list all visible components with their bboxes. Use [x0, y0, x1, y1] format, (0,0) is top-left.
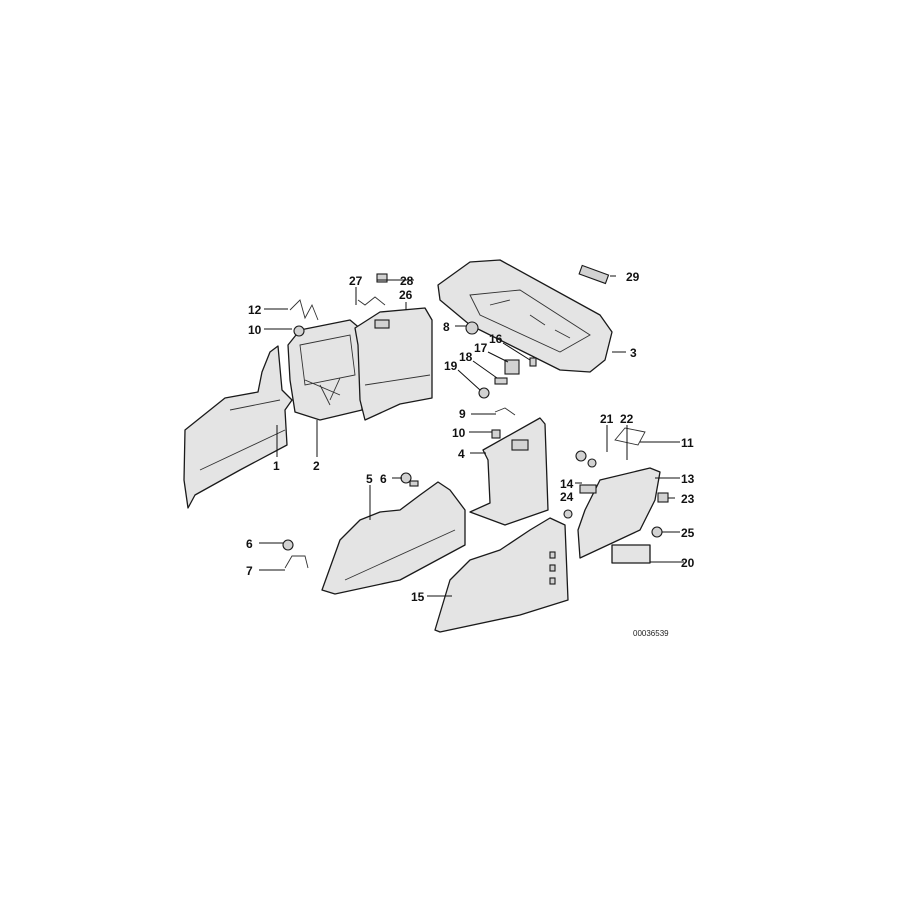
- callout-22: 22: [620, 412, 634, 426]
- callout-27: 27: [349, 274, 363, 288]
- callout-10: 10: [452, 426, 466, 440]
- part-8-expanding-rivet: [465, 321, 479, 335]
- part-11-clamp: [614, 427, 646, 446]
- part-24-screw: [563, 509, 573, 519]
- part-10-nut: [491, 429, 501, 439]
- part-4-trim-panel: [469, 417, 549, 526]
- callout-3: 3: [630, 346, 637, 360]
- callout-13: 13: [681, 472, 695, 486]
- callout-1: 1: [273, 459, 280, 473]
- diagram-reference-number: 00036539: [633, 629, 669, 638]
- part-25-nut: [651, 526, 663, 538]
- part-3-trunk-floor-cover: [437, 259, 613, 373]
- part-20-tray: [611, 544, 651, 564]
- part-13-storage-box: [577, 467, 661, 559]
- part-22-washer: [587, 458, 597, 468]
- callout-26: 26: [399, 288, 413, 302]
- part-12-clamp: [289, 299, 319, 321]
- callout-18: 18: [459, 350, 473, 364]
- part-16-clip: [529, 357, 537, 367]
- callout-7: 7: [246, 564, 253, 578]
- part-6-rivet: [282, 539, 294, 551]
- part-28-nut: [376, 273, 388, 283]
- callout-12: 12: [248, 303, 262, 317]
- callout-16: 16: [489, 332, 503, 346]
- callout-23: 23: [681, 492, 695, 506]
- callout-6: 6: [380, 472, 387, 486]
- callout-2: 2: [313, 459, 320, 473]
- part-29-clip: [578, 264, 610, 285]
- part-10-nut: [293, 325, 305, 337]
- callout-6: 6: [246, 537, 253, 551]
- callout-4: 4: [458, 447, 465, 461]
- part-26-trunk-trim: [354, 307, 433, 421]
- callout-17: 17: [474, 341, 488, 355]
- leader-lines: [259, 275, 684, 597]
- part-17-bracket: [504, 359, 520, 375]
- callout-24: 24: [560, 490, 574, 504]
- part-15-side-trim-panel: [434, 517, 569, 633]
- callout-9: 9: [459, 407, 466, 421]
- callout-14: 14: [560, 477, 574, 491]
- callout-labels: 12 10 27 28 26 29 8 16 17 18 19 3 1 2 9 …: [246, 270, 695, 638]
- callout-15: 15: [411, 590, 425, 604]
- callout-8: 8: [443, 320, 450, 334]
- part-5-side-trim-panel: [321, 481, 466, 595]
- callout-21: 21: [600, 412, 614, 426]
- part-6-rivet: [400, 472, 419, 487]
- part-14-bracket: [579, 484, 597, 494]
- callout-20: 20: [681, 556, 695, 570]
- part-27-bracket: [357, 296, 386, 306]
- part-1-side-trim: [183, 345, 293, 509]
- callout-5: 5: [366, 472, 373, 486]
- part-23-plug: [657, 492, 669, 503]
- callout-19: 19: [444, 359, 458, 373]
- callout-29: 29: [626, 270, 640, 284]
- callout-11: 11: [681, 436, 694, 450]
- callout-28: 28: [400, 274, 414, 288]
- part-21-screw: [575, 450, 587, 462]
- part-19-cap: [478, 387, 490, 399]
- part-18-screw: [494, 377, 508, 385]
- part-9-clip: [494, 407, 516, 416]
- callout-10: 10: [248, 323, 262, 337]
- part-7-bracket: [284, 555, 309, 569]
- callout-25: 25: [681, 526, 695, 540]
